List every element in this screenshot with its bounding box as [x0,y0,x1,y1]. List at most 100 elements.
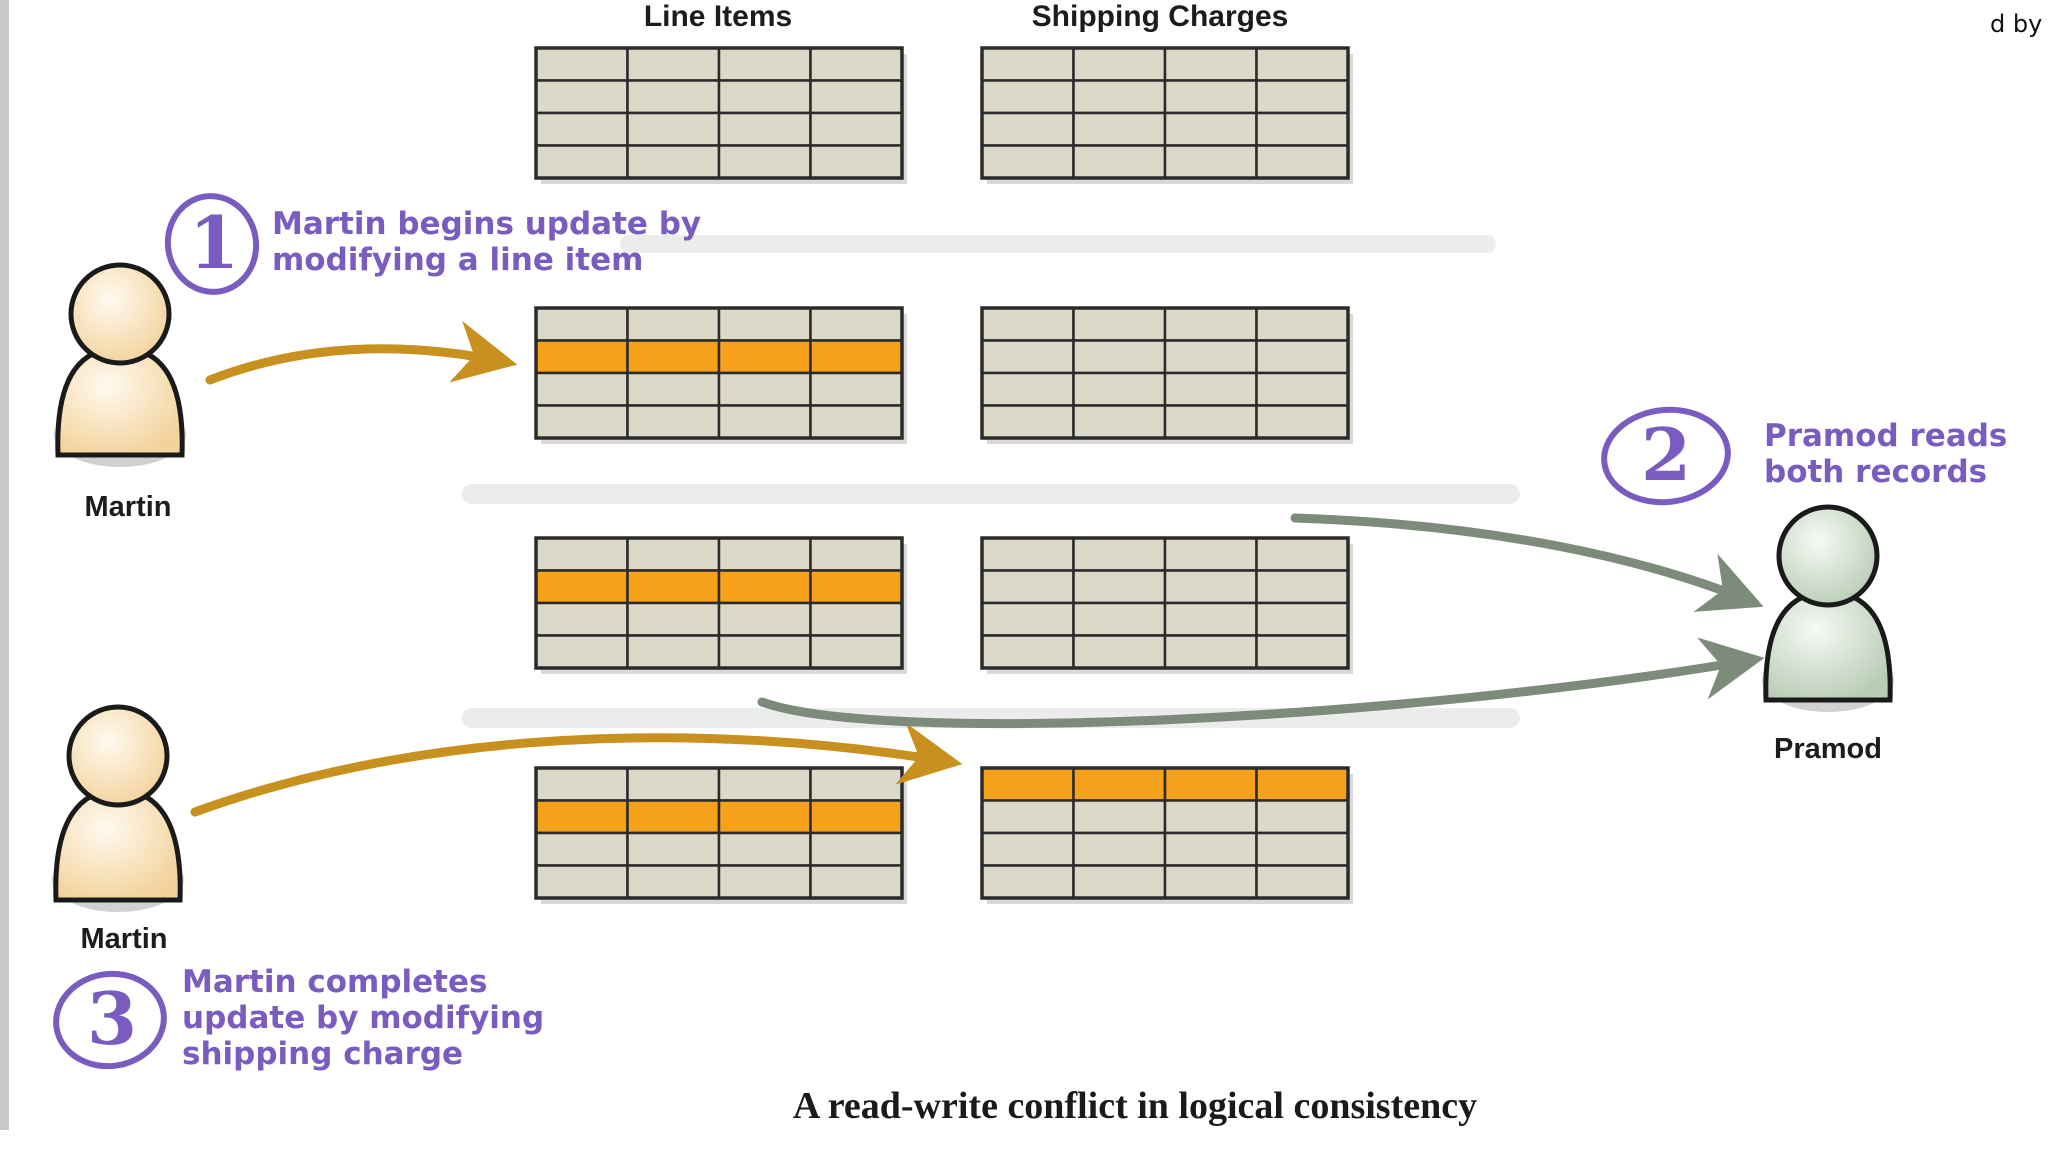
table-cell [1255,864,1350,900]
table-cell [809,601,904,637]
table-cell [534,831,629,867]
record-row [980,371,1350,407]
record-row [534,536,904,572]
record-row [534,371,904,407]
table-cell [717,371,812,407]
table-border [980,536,1350,670]
table-cell [717,799,812,835]
step-1-note-line2: modifying a line item [272,242,643,278]
table-cell [1255,601,1350,637]
table-cell [1255,144,1350,180]
table-cell [626,144,721,180]
table-cell [980,634,1075,670]
table-cell [1163,306,1258,342]
record-row [980,144,1350,180]
table-cell [809,46,904,82]
table-cell [626,634,721,670]
table-cell [1072,831,1167,867]
table-cell [1163,601,1258,637]
table-cell [717,569,812,605]
table-cell [534,111,629,147]
step-2-note-line2: both records [1764,454,1987,490]
table-cell [1255,634,1350,670]
table-cell [1072,144,1167,180]
table-cell [1255,536,1350,572]
record-row [534,46,904,82]
table-cell [626,536,721,572]
table-cell [1072,404,1167,440]
record-row [980,46,1350,82]
stage-separator [620,235,1496,253]
step-2-number: 2 [1641,412,1691,497]
table-cell [534,371,629,407]
table-border [534,46,904,180]
record-row [534,601,904,637]
table-cell [1163,569,1258,605]
record-row [534,634,904,670]
record-row [534,79,904,115]
table-cell [1072,371,1167,407]
table-cell [1255,306,1350,342]
table-cell [980,46,1075,82]
table-cell [1255,831,1350,867]
pramod-label: Pramod [1774,733,1882,765]
pramod-read-shipping-arrow [1290,513,1764,612]
table-border [980,306,1350,440]
table-cell [1072,601,1167,637]
table-border [534,306,904,440]
left-edge-bar [0,0,9,1130]
table-cell [980,306,1075,342]
table-cell [980,144,1075,180]
table-cell [626,306,721,342]
record-row [980,111,1350,147]
table-cell [1163,339,1258,375]
table-cell [809,799,904,835]
table-cell [534,306,629,342]
table-cell [809,339,904,375]
record-row [534,306,904,342]
table-cell [809,371,904,407]
table-cell [534,46,629,82]
record-tables [534,46,1353,904]
table-cell [809,864,904,900]
table-cell [717,144,812,180]
table-cell [1255,79,1350,115]
table-cell [534,634,629,670]
table-cell [980,799,1075,835]
stage-0-shipping-table [980,46,1353,184]
table-cell [626,111,721,147]
record-row [980,404,1350,440]
table-cell [980,371,1075,407]
stage-separator [462,484,1520,504]
highlighted-record-row [980,766,1350,802]
highlighted-record-row [534,339,904,375]
record-row [980,536,1350,572]
table-cell [717,864,812,900]
highlighted-record-row [534,799,904,835]
table-cell [717,766,812,802]
table-cell [1072,799,1167,835]
table-cell [809,766,904,802]
record-row [980,306,1350,342]
record-row [980,79,1350,115]
pramod-person-icon [1762,504,1894,712]
table-cell [717,601,812,637]
table-cell [980,601,1075,637]
figure-caption: A read-write conflict in logical consist… [793,1085,1477,1127]
table-cell [1163,536,1258,572]
step-2-number-badge: 2 [1601,406,1731,506]
step-3-note-line2: update by modifying [182,1000,544,1036]
step-1-number: 1 [189,200,239,285]
table-cell [980,111,1075,147]
column-title-shipping-charges: Shipping Charges [1032,0,1289,33]
table-cell [980,864,1075,900]
record-row [534,111,904,147]
martin-top-person-icon [54,262,186,467]
table-cell [980,831,1075,867]
table-cell [1163,111,1258,147]
table-cell [717,831,812,867]
step-3-number: 3 [87,976,137,1061]
table-cell [809,536,904,572]
record-row [534,766,904,802]
